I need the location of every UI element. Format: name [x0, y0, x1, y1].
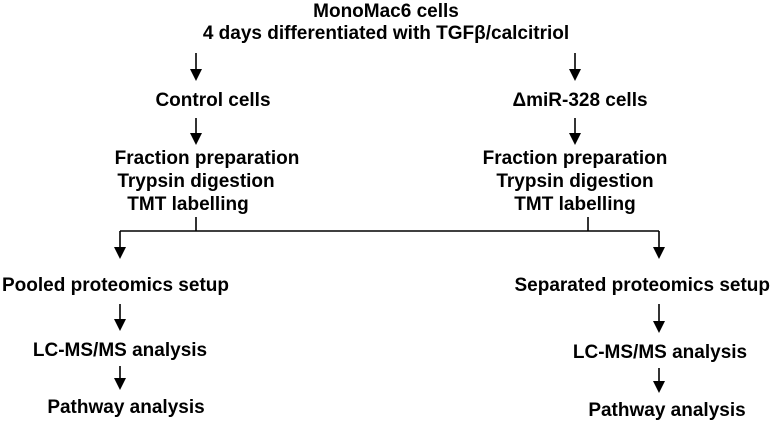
- left-prep-trypsin: Trypsin digestion: [117, 171, 274, 192]
- arrow-right-lcms-to-pathway: [653, 368, 665, 393]
- right-prep-trypsin: Trypsin digestion: [496, 171, 653, 192]
- arrow-top-to-left-cells: [190, 53, 202, 81]
- separated-setup-label: Separated proteomics setup: [514, 275, 770, 296]
- right-pathway-label: Pathway analysis: [588, 400, 745, 421]
- right-lcms-label: LC-MS/MS analysis: [573, 342, 747, 363]
- control-cells-label: Control cells: [155, 90, 270, 111]
- top-title-line2: 4 days differentiated with TGFβ/calcitri…: [203, 23, 569, 44]
- left-pathway-label: Pathway analysis: [47, 397, 204, 418]
- right-prep-fraction: Fraction preparation: [483, 148, 668, 169]
- arrow-left-lcms-to-pathway: [114, 366, 126, 390]
- left-lcms-label: LC-MS/MS analysis: [33, 340, 207, 361]
- arrow-right-cells-to-prep: [569, 118, 581, 145]
- arrow-left-setup-to-lcms: [114, 304, 126, 331]
- left-prep-fraction: Fraction preparation: [115, 148, 300, 169]
- left-prep-tmt: TMT labelling: [127, 194, 248, 215]
- right-prep-tmt: TMT labelling: [514, 194, 635, 215]
- pooled-setup-label: Pooled proteomics setup: [2, 275, 229, 296]
- combine-connector: [114, 217, 665, 259]
- arrow-left-cells-to-prep: [190, 118, 202, 145]
- top-title-line1: MonoMac6 cells: [313, 1, 459, 22]
- mir328-cells-label: ΔmiR-328 cells: [512, 90, 647, 111]
- arrow-top-to-right-cells: [569, 53, 581, 81]
- arrow-right-setup-to-lcms: [653, 304, 665, 333]
